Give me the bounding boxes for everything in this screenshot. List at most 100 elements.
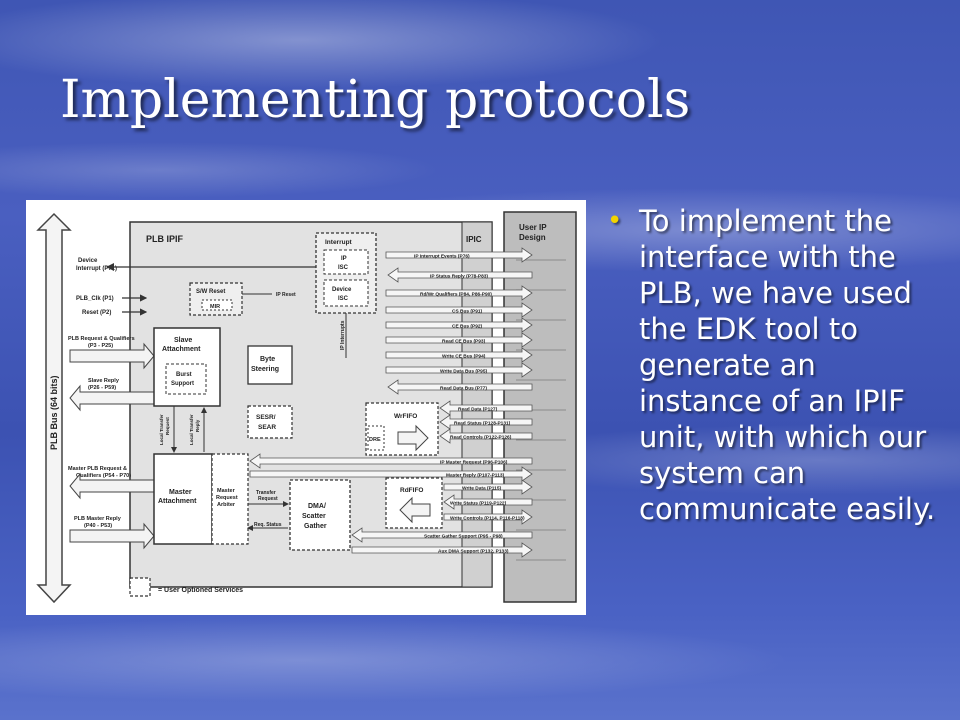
device-isc-label-1: Device	[332, 287, 352, 293]
byte-steering-block	[247, 345, 293, 385]
rdfifo-label: RdFIFO	[400, 487, 423, 494]
ipic-strip	[461, 221, 493, 588]
ipic-signal-17: Scatter Gather Support (P95 - P98)	[424, 534, 503, 540]
sig-reset: Reset (P2)	[82, 310, 111, 316]
ipic-signal-11: Read Controls (P122-P126)	[450, 435, 512, 441]
ipic-signal-16: Write Controls (P114, P116-P118)	[450, 516, 525, 522]
ip-isc-block	[323, 249, 369, 275]
sig-slave-reply-2: (P26 - P59)	[88, 385, 116, 391]
sig-device-interrupt-2: Interrupt (P71)	[76, 266, 117, 272]
dre-label: DRE	[369, 437, 381, 443]
ipic-signal-12: IP Master Request (P96-P106)	[440, 460, 508, 466]
slave-attachment-label-1: Slave	[174, 337, 192, 344]
ipic-signal-0: IP Interrupt Events (P76)	[414, 254, 470, 260]
sig-master-request-1: Master PLB Request &	[68, 466, 127, 472]
sig-device-interrupt-1: Device	[78, 258, 98, 264]
master-arbiter-label-1: Master	[217, 488, 236, 494]
mir-block	[201, 299, 233, 311]
transfer-request-label-1: Transfer	[256, 490, 276, 496]
wrfifo-arrow	[397, 424, 429, 452]
device-isc-label-2: ISC	[338, 296, 349, 302]
sig-plb-clk: PLB_Clk (P1)	[76, 296, 114, 302]
arrow-slave-reply	[69, 384, 155, 412]
ipic-signal-10: Read Status (P128-P131)	[454, 421, 511, 427]
ip-interrupts-label: IP Interrupts	[340, 320, 346, 350]
byte-steering-label-1: Byte	[260, 356, 275, 363]
ipic-signal-18: Aux DMA Support (P132, P133)	[438, 549, 509, 555]
arrow-master-reply	[69, 522, 155, 550]
rdfifo-block	[385, 477, 443, 529]
ipic-label: IPIC	[466, 235, 482, 244]
interrupt-label: Interrupt	[325, 239, 353, 246]
ipic-signal-9: Read Data (P127)	[458, 407, 498, 413]
sig-slave-reply-1: Slave Reply	[88, 378, 120, 384]
ipic-signal-2: Rd/Wr Qualifiers (P84, P86-P90)	[420, 292, 492, 298]
slave-attachment-label-2: Attachment	[162, 346, 201, 353]
master-arbiter-block	[211, 453, 249, 545]
ipic-signal-5: Read CE Bus (P93)	[442, 339, 486, 345]
ipic-signal-7: Write Data Bus (P95)	[440, 369, 487, 375]
dma-sg-block	[289, 479, 351, 551]
burst-support-block	[165, 363, 207, 395]
transfer-request-label-2: Request	[258, 496, 278, 502]
req-status-label: Req. Status	[254, 522, 282, 528]
bullet-list: • To implement the interface with the PL…	[605, 203, 945, 527]
byte-steering-label-2: Steering	[251, 366, 279, 373]
ipif-block-diagram: PLB Bus (64 bits) PLB IPIF IPIC User IP …	[26, 200, 586, 615]
user-ip-label-2: Design	[519, 233, 546, 242]
sig-master-reply-2: (P40 - P53)	[84, 523, 112, 529]
ip-isc-label-2: ISC	[338, 265, 349, 271]
plb-bus-arrow	[36, 212, 72, 604]
ipic-signal-4: CE Bus (P92)	[452, 324, 483, 330]
legend-label: = User Optioned Services	[158, 587, 243, 594]
sig-plb-request-2: (P3 - P25)	[88, 343, 113, 349]
ipic-signal-6: Write CE Bus (P94)	[442, 354, 486, 360]
local-transfer-request-1: Local Transfer	[159, 414, 164, 445]
ipic-signal-14: Write Data (P115)	[462, 486, 502, 492]
plb-ipif-label: PLB IPIF	[146, 234, 184, 244]
burst-support-label-2: Support	[171, 381, 194, 387]
ipic-signal-group: IP Interrupt Events (P76) IP Status Repl…	[249, 247, 533, 558]
user-ip-label-1: User IP	[519, 223, 547, 232]
master-attachment-label-2: Attachment	[158, 498, 197, 505]
master-attachment-label-1: Master	[169, 489, 192, 496]
sw-reset-label: S/W Reset	[196, 289, 225, 295]
master-attachment-block	[153, 453, 213, 545]
sig-master-reply-1: PLB Master Reply	[74, 516, 122, 522]
sesr-sear-label-2: SEAR	[258, 424, 276, 431]
bullet-text: To implement the interface with the PLB,…	[639, 204, 936, 526]
arrow-device-interrupt	[106, 263, 114, 271]
master-arbiter-label-3: Arbiter	[217, 502, 236, 508]
wrfifo-label: WrFIFO	[394, 413, 417, 420]
slide-title: Implementing protocols	[60, 70, 691, 130]
ipic-signal-15: Write Status (P119-P122)	[450, 501, 507, 507]
dma-sg-label-1: DMA/	[308, 503, 326, 510]
rdfifo-arrow	[399, 496, 431, 524]
dma-sg-label-2: Scatter	[302, 513, 326, 520]
local-transfer-reply-2: Reply	[195, 419, 200, 432]
local-transfer-request-2: Request	[165, 417, 170, 435]
mir-label: MIR	[210, 304, 220, 310]
sesr-sear-block	[247, 405, 293, 439]
local-transfer-reply-1: Local Transfer	[189, 414, 194, 445]
sesr-sear-label-1: SESR/	[256, 414, 276, 421]
arrow-master-request	[69, 472, 155, 500]
legend-swatch	[129, 577, 151, 597]
ipic-signal-3: CS Bus (P91)	[452, 309, 483, 315]
device-isc-block	[323, 279, 369, 307]
plb-bus-label: PLB Bus (64 bits)	[49, 375, 59, 450]
burst-support-label-1: Burst	[176, 372, 192, 378]
ip-isc-label-1: IP	[341, 256, 347, 262]
ipic-signal-13: Master Reply (P107-P113)	[446, 473, 505, 479]
ipif-diagram-svg: PLB Bus (64 bits) PLB IPIF IPIC User IP …	[36, 211, 577, 604]
sig-plb-request-1: PLB Request & Qualifiers	[68, 336, 135, 342]
arrow-plb-request	[69, 342, 155, 370]
sig-master-request-2: Qualifiers (P54 - P70)	[76, 473, 131, 479]
master-arbiter-label-2: Request	[216, 495, 238, 501]
ip-reset-label: IP Reset	[276, 292, 296, 298]
bullet-item: • To implement the interface with the PL…	[605, 203, 945, 527]
bullet-dot-icon: •	[607, 206, 623, 236]
dma-sg-label-3: Gather	[304, 523, 327, 530]
ipic-signal-1: IP Status Reply (P78-P83)	[430, 274, 488, 280]
ipic-signal-8: Read Data Bus (P77)	[440, 386, 487, 392]
